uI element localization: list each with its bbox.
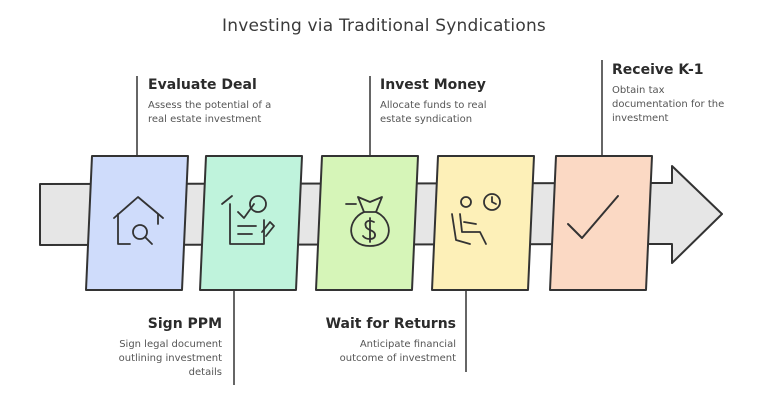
diagram-title: Investing via Traditional Syndications xyxy=(222,16,546,36)
step-label-evaluate: Evaluate Deal Assess the potential of a … xyxy=(148,77,271,127)
step-heading: Invest Money xyxy=(380,77,486,93)
step-heading: Sign PPM xyxy=(147,316,222,332)
desc-line: Allocate funds to real xyxy=(380,100,487,111)
desc-line: Obtain tax xyxy=(612,85,665,96)
step-label-invest: Invest Money Allocate funds to real esta… xyxy=(380,77,487,127)
step-panel-wait xyxy=(431,155,535,291)
desc-line: estate syndication xyxy=(380,114,473,125)
step-heading: Receive K-1 xyxy=(612,62,704,78)
step-description: Anticipate financial outcome of investme… xyxy=(326,338,456,366)
step-heading: Evaluate Deal xyxy=(148,77,257,93)
desc-line: Sign legal document xyxy=(119,339,222,350)
person-waiting-clock-icon xyxy=(451,193,501,245)
desc-line: details xyxy=(188,367,222,378)
money-bag-icon xyxy=(345,196,390,247)
step-panel-invest xyxy=(315,155,419,291)
desc-line: outcome of investment xyxy=(339,353,456,364)
step-label-sign: Sign PPM Sign legal document outlining i… xyxy=(119,316,222,380)
step-description: Sign legal document outlining investment… xyxy=(119,338,222,380)
desc-line: Anticipate financial xyxy=(359,339,456,350)
step-heading: Wait for Returns xyxy=(325,316,456,332)
house-search-icon xyxy=(113,196,164,245)
desc-line: investment xyxy=(612,113,669,124)
desc-line: real estate investment xyxy=(148,114,262,125)
step-description: Obtain tax documentation for the investm… xyxy=(612,84,724,126)
step-panel-receive xyxy=(549,155,653,291)
step-description: Allocate funds to real estate syndicatio… xyxy=(380,99,487,127)
step-panel-sign xyxy=(199,155,303,291)
desc-line: documentation for the xyxy=(612,99,725,110)
desc-line: Assess the potential of a xyxy=(148,100,272,111)
desc-line: outlining investment xyxy=(118,353,222,364)
document-sign-icon xyxy=(221,195,275,245)
step-label-wait: Wait for Returns Anticipate financial ou… xyxy=(326,316,456,366)
step-panel-evaluate xyxy=(85,155,189,291)
step-description: Assess the potential of a real estate in… xyxy=(148,99,271,127)
step-label-receive: Receive K-1 Obtain tax documentation for… xyxy=(612,62,724,126)
checkmark-icon xyxy=(567,195,619,239)
